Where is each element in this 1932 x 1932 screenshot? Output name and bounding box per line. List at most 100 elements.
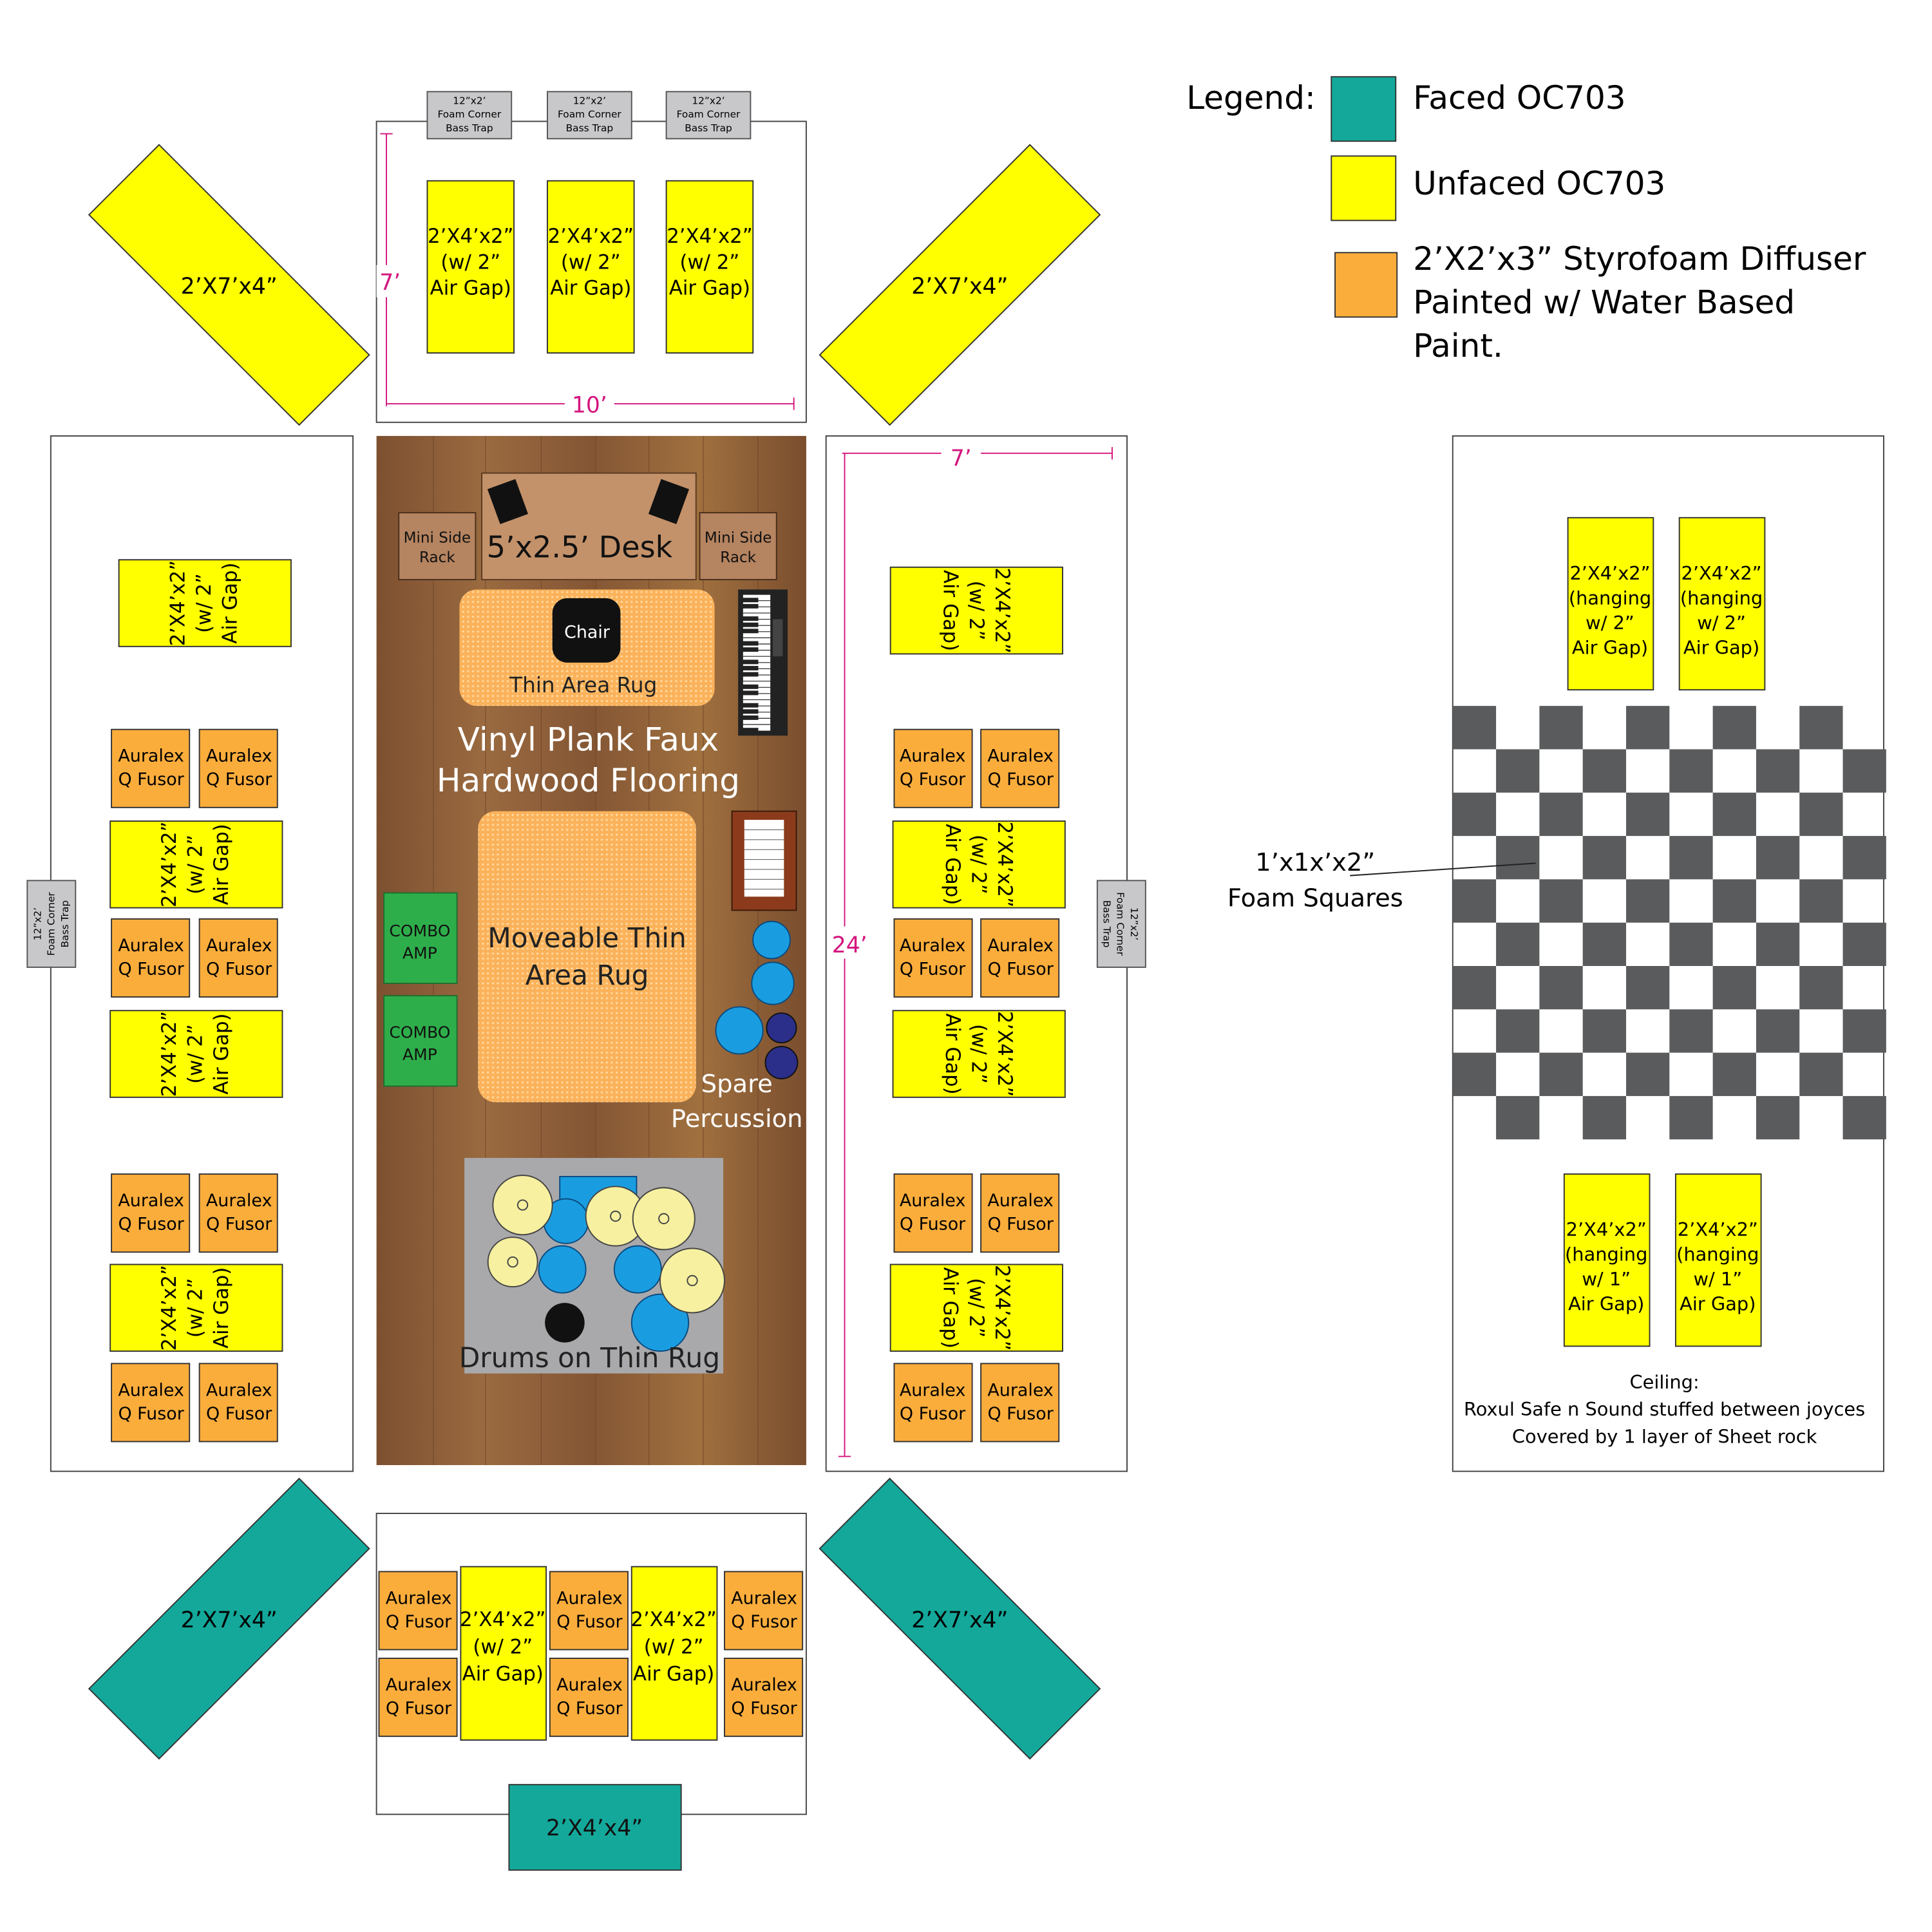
foam-square [1626,966,1670,1010]
foam-square [1452,879,1497,923]
svg-text:Auralex: Auralex [556,1588,623,1608]
svg-text:Foam Corner: Foam Corner [558,109,621,120]
flooring-label-2: Hardwood Flooring [437,762,740,799]
svg-text:Auralex: Auralex [206,936,272,956]
svg-text:Auralex: Auralex [556,1675,623,1695]
svg-text:Foam Corner: Foam Corner [1115,892,1126,956]
svg-text:Air Gap): Air Gap) [941,824,964,905]
svg-text:Air Gap): Air Gap) [938,570,961,651]
svg-text:(w/ 2”: (w/ 2” [967,835,990,895]
legend-faced-swatch [1331,76,1397,142]
svg-text:Q Fusor: Q Fusor [386,1699,452,1719]
foam-square [1452,966,1497,1010]
panel-right-1: 2’X4’x2” (w/ 2” Air Gap) [889,566,1063,655]
svg-text:Bass Trap: Bass Trap [1101,900,1112,948]
legend-diffuser-label-3: Paint. [1413,327,1503,365]
panel-right-3: 2’X4’x2” (w/ 2” Air Gap) [892,1010,1066,1098]
foam-square [1712,706,1756,750]
svg-text:2’X4’x2”: 2’X4’x2” [993,1011,1016,1097]
svg-text:(w/ 2”: (w/ 2” [680,251,740,274]
svg-text:(hanging: (hanging [1569,587,1651,609]
foam-square [1842,922,1886,966]
svg-text:12”x2’: 12”x2’ [692,95,724,107]
foam-square [1842,749,1886,793]
svg-text:(w/ 2”: (w/ 2” [193,573,216,633]
svg-text:2’X7’x4”: 2’X7’x4” [181,1607,278,1633]
foam-square [1842,836,1886,880]
legend: Legend: Faced OC703 Unfaced OC703 2’X2’x… [1186,76,1866,365]
spare-percussion-label-1: Spare [701,1070,773,1099]
spare-percussion-label-2: Percussion [671,1104,803,1133]
foam-square [1669,749,1713,793]
legend-unfaced-swatch [1331,155,1397,222]
moveable-rug-label-2: Area Rug [526,960,649,991]
bass-trap-left: 12”x2’ Foam Corner Bass Trap [26,880,77,968]
foam-square [1669,1095,1713,1140]
svg-text:Auralex: Auralex [206,1191,272,1211]
svg-text:(hanging: (hanging [1680,587,1763,609]
svg-text:Auralex: Auralex [987,746,1054,766]
ceiling-hanging-panel-2: 2’X4’x2” (hanging w/ 2” Air Gap) [1678,516,1766,691]
svg-text:Q Fusor: Q Fusor [118,1215,184,1235]
svg-text:Auralex: Auralex [386,1588,452,1608]
svg-text:Q Fusor: Q Fusor [206,1404,272,1424]
svg-text:2’X4’x2”: 2’X4’x2” [1566,1218,1647,1240]
panel-right-4: 2’X4’x2” (w/ 2” Air Gap) [889,1264,1063,1352]
svg-text:Auralex: Auralex [118,936,184,956]
foam-square [1626,879,1670,923]
corner-panel-bottom-left: 2’X7’x4” [88,1477,370,1760]
svg-text:(w/ 2”: (w/ 2” [184,1024,207,1084]
svg-text:Auralex: Auralex [206,746,272,766]
svg-text:Air Gap): Air Gap) [1680,1293,1756,1315]
moveable-area-rug [478,811,696,1103]
side-rack-left: Mini Side Rack [398,512,477,580]
panel-left-3: 2’X4’x2” (w/ 2” Air Gap) [109,1010,283,1098]
foam-square [1496,922,1540,966]
foam-square [1582,749,1626,793]
svg-text:w/ 1”: w/ 1” [1582,1268,1631,1290]
foam-square [1712,966,1756,1010]
svg-text:Auralex: Auralex [987,1191,1054,1211]
corner-panel-bottom-right: 2’X7’x4” [819,1477,1101,1760]
svg-text:2’X4’x2”: 2’X4’x2” [1569,562,1650,584]
foam-squares-leader [1350,862,1536,876]
svg-text:Q Fusor: Q Fusor [556,1699,623,1719]
foam-square [1799,966,1843,1010]
svg-text:Bass Trap: Bass Trap [446,122,493,134]
foam-square [1756,922,1800,966]
svg-text:(w/ 2”: (w/ 2” [965,581,988,641]
ceiling-hanging-panel-1: 2’X4’x2” (hanging w/ 2” Air Gap) [1567,516,1654,691]
svg-text:Q Fusor: Q Fusor [900,959,966,979]
legend-title: Legend: [1186,79,1316,117]
svg-text:2’X4’x2”: 2’X4’x2” [548,225,634,248]
right-wall: 12”x2’ Foam Corner Bass Trap 7’ 24’ 2’X4… [825,435,1146,1472]
front-width-dimension: 10’ [572,392,607,418]
svg-text:COMBO: COMBO [389,922,450,940]
svg-text:2’X4’x2”: 2’X4’x2” [630,1608,716,1631]
svg-text:2’X7’x4”: 2’X7’x4” [911,274,1008,299]
foam-square [1669,836,1713,880]
svg-text:2’X7’x4”: 2’X7’x4” [911,1607,1008,1633]
svg-text:Auralex: Auralex [118,1191,184,1211]
svg-text:w/ 2”: w/ 2” [1586,612,1634,634]
organ-icon [731,810,797,911]
svg-text:Air Gap): Air Gap) [1572,636,1648,658]
svg-text:Auralex: Auralex [118,1380,184,1400]
foam-square [1452,1052,1497,1096]
svg-text:(w/ 2”: (w/ 2” [184,835,207,895]
svg-text:Q Fusor: Q Fusor [206,1215,272,1235]
foam-square [1712,1052,1756,1096]
svg-text:12”x2’: 12”x2’ [1128,907,1140,940]
foam-square [1799,706,1843,750]
chair-label: Chair [564,622,611,642]
svg-text:Q Fusor: Q Fusor [900,1215,966,1235]
svg-text:Air Gap): Air Gap) [210,824,233,905]
svg-text:2’X4’x2”: 2’X4’x2” [460,1608,545,1631]
